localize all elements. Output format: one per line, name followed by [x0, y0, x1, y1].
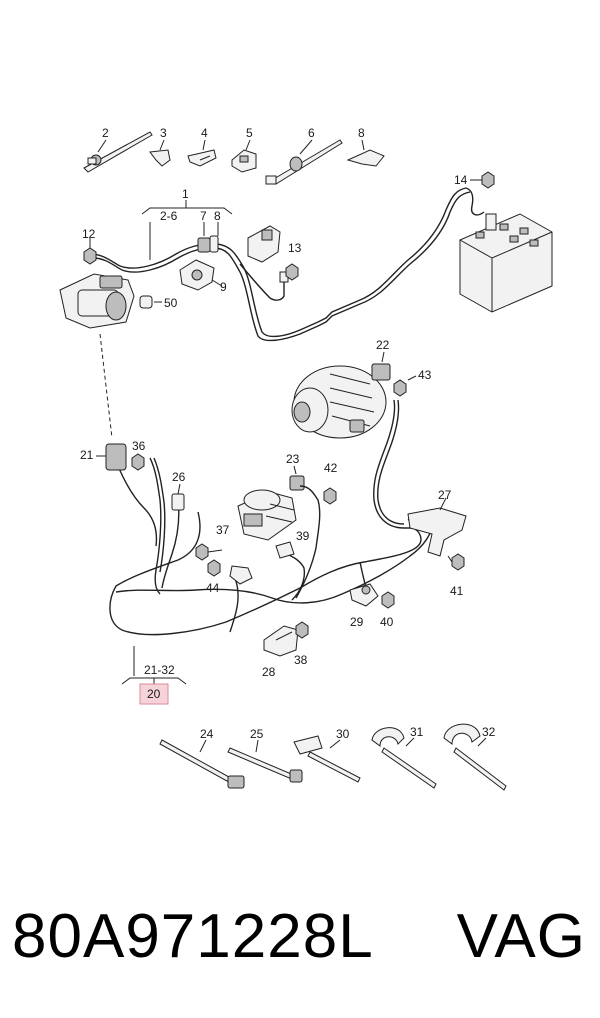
part-30-clip-tie	[293, 735, 361, 783]
callout-29: 29	[350, 615, 364, 629]
callout-24: 24	[200, 727, 214, 741]
callout-23: 23	[286, 452, 300, 466]
part-44-nut	[207, 559, 221, 577]
callout-37: 37	[216, 523, 230, 537]
callout-21-32: 21-32	[144, 663, 175, 677]
part-21-connector	[96, 443, 127, 471]
engine-harness-20	[109, 399, 441, 636]
part-42-nut	[323, 487, 337, 505]
part-9-grommet	[179, 259, 223, 291]
callout-9: 9	[220, 280, 227, 294]
callout-42: 42	[324, 461, 338, 475]
callout-27: 27	[438, 488, 452, 502]
callout-14: 14	[454, 173, 468, 187]
part-36-nut	[131, 453, 145, 471]
callout-2: 2	[102, 126, 109, 140]
part-39-terminal	[275, 541, 295, 559]
part-14-nut	[470, 171, 495, 189]
part-6-grommet-tie	[265, 139, 343, 185]
part-2-cable-tie	[83, 131, 153, 173]
part-25-cable-tie	[227, 739, 303, 783]
part-40-nut	[381, 591, 395, 609]
alternator	[291, 365, 387, 439]
wiring-harness-diagram: 2 3 4 5 6 8 1 2-6 7 8 9 12 13 14 50 22 4…	[59, 126, 553, 791]
part-22-connector	[371, 351, 391, 381]
callout-31: 31	[410, 725, 424, 739]
part-28-bracket	[263, 625, 299, 657]
part-29-bracket	[349, 583, 379, 607]
part-43-nut	[393, 375, 417, 397]
callout-50: 50	[164, 296, 178, 310]
callout-40: 40	[380, 615, 394, 629]
part-24-cable-tie	[159, 739, 245, 789]
battery	[459, 213, 553, 313]
part-27-bracket	[407, 497, 467, 557]
callout-39: 39	[296, 529, 310, 543]
callout-32: 32	[482, 725, 496, 739]
part-5-bracket	[231, 139, 257, 173]
callout-36: 36	[132, 439, 146, 453]
callout-41: 41	[450, 584, 464, 598]
callout-8: 8	[358, 126, 365, 140]
group-1-bracket	[141, 200, 233, 260]
part-37-bolt	[195, 543, 223, 561]
battery-cable-harness	[89, 187, 485, 342]
callout-5: 5	[246, 126, 253, 140]
part-50-plug	[139, 295, 162, 309]
fuse-bracket	[247, 225, 281, 263]
part-number: 80A971228L	[12, 902, 374, 971]
group-21-32-bracket	[121, 646, 187, 685]
part-3-clip	[149, 139, 171, 167]
callout-8b: 8	[214, 209, 221, 223]
callout-3: 3	[160, 126, 167, 140]
part-26-terminal	[171, 483, 185, 511]
battery-relay-block	[59, 273, 135, 329]
callout-44: 44	[206, 581, 220, 595]
callout-30: 30	[336, 727, 350, 741]
caption-bar: 80A971228L VAG	[0, 892, 600, 982]
callout-28: 28	[262, 665, 276, 679]
callout-2-6: 2-6	[160, 209, 178, 223]
callout-26: 26	[172, 470, 186, 484]
part-8-clip	[346, 139, 385, 167]
callout-1: 1	[182, 187, 189, 201]
callout-21: 21	[80, 448, 94, 462]
part-20-highlight	[139, 683, 169, 705]
ground-lug	[229, 565, 253, 585]
callout-22: 22	[376, 338, 390, 352]
callout-labels: 2 3 4 5 6 8 1 2-6 7 8 9 12 13 14 50 22 4…	[80, 126, 496, 741]
callout-6: 6	[308, 126, 315, 140]
callout-25: 25	[250, 727, 264, 741]
brand-name: VAG	[456, 902, 586, 971]
part-12-nut	[83, 238, 97, 265]
part-38-nut	[295, 621, 309, 639]
callout-13: 13	[288, 241, 302, 255]
part-41-bolt	[447, 553, 465, 571]
callout-12: 12	[82, 227, 96, 241]
part-4-clip	[187, 139, 217, 167]
callout-38: 38	[294, 653, 308, 667]
callout-43: 43	[418, 368, 432, 382]
part-32-clip-tie	[443, 723, 507, 791]
starter-motor	[237, 489, 297, 541]
callout-20: 20	[147, 687, 161, 701]
part-31-clip-tie	[371, 727, 437, 789]
part-13-nut	[285, 263, 299, 281]
callout-4: 4	[201, 126, 208, 140]
callout-7: 7	[200, 209, 207, 223]
